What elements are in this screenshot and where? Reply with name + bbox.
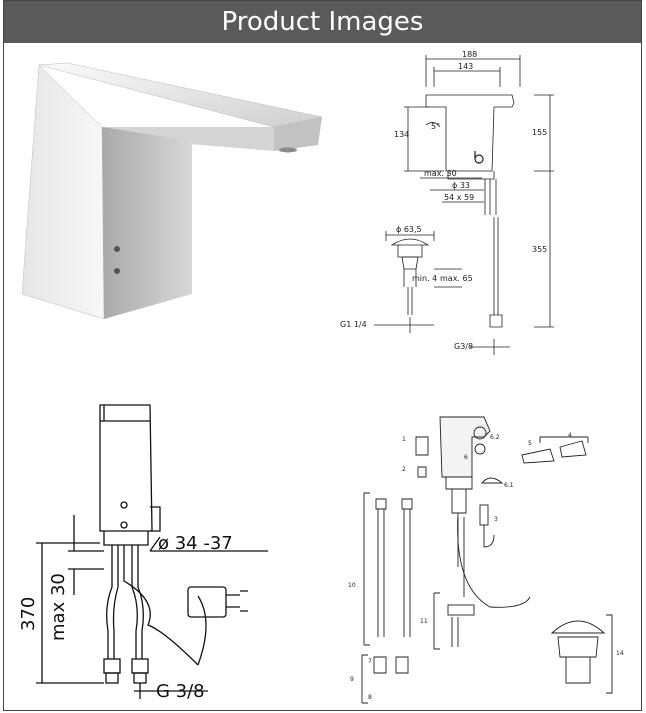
part-label-1: 1 [402, 436, 406, 443]
dim-355-label: 355 [532, 245, 547, 254]
page-title: Product Images [4, 1, 641, 43]
part-label-6-2: 6.2 [490, 434, 500, 441]
dim-g38-label: G3/8 [454, 342, 473, 351]
dim-max30-label: max. 30 [424, 169, 457, 178]
part-label-11: 11 [420, 618, 428, 625]
part-label-9: 9 [350, 676, 354, 683]
dim-134-label: 134 [394, 130, 409, 139]
dim-angle-label: 5° [431, 122, 440, 131]
dimension-drawing-top: 188 143 134 155 5° max. 30 ϕ 33 54 x 59 … [340, 50, 554, 355]
part-label-3: 3 [494, 516, 498, 523]
part-label-8: 8 [368, 694, 372, 701]
product-images-frame: Product Images [3, 0, 642, 711]
dim-max30-label: max 30 [48, 573, 69, 641]
exploded-parts-drawing: 1 2 3 4 5 6 6.1 6.2 7 8 9 10 11 14 [348, 416, 624, 704]
faucet-photo [21, 62, 323, 320]
dim-54x59-label: 54 x 59 [444, 193, 474, 202]
dim-155-label: 155 [532, 128, 547, 137]
dim-d63-label: ϕ 63,5 [396, 225, 422, 234]
part-number-labels: 1 2 3 4 5 6 6.1 6.2 7 8 9 10 11 14 [348, 432, 624, 701]
dim-g114-label: G1 1/4 [340, 320, 367, 329]
dim-d33-label: ϕ 33 [452, 181, 470, 190]
part-label-10: 10 [348, 582, 356, 589]
dim-d34-label: ø 34 -37 [158, 533, 233, 554]
part-label-6: 6 [464, 454, 468, 461]
part-label-7: 7 [368, 658, 372, 665]
dim-g38-label: G 3/8 [156, 681, 205, 702]
part-label-2: 2 [402, 466, 406, 473]
dim-max65-label: max. 65 [440, 274, 473, 283]
dim-143-label: 143 [458, 62, 473, 71]
sensor-icon [474, 154, 484, 164]
dim-370-label: 370 [18, 597, 39, 631]
part-label-14: 14 [616, 650, 624, 657]
dim-min4-label: min. 4 [412, 274, 437, 283]
part-label-6-1: 6.1 [504, 482, 514, 489]
dim-188-label: 188 [462, 50, 477, 59]
installation-drawing: ø 34 -37 G 3/8 370 max 30 [18, 404, 268, 702]
part-label-4: 4 [568, 432, 572, 439]
part-label-5: 5 [528, 440, 532, 447]
